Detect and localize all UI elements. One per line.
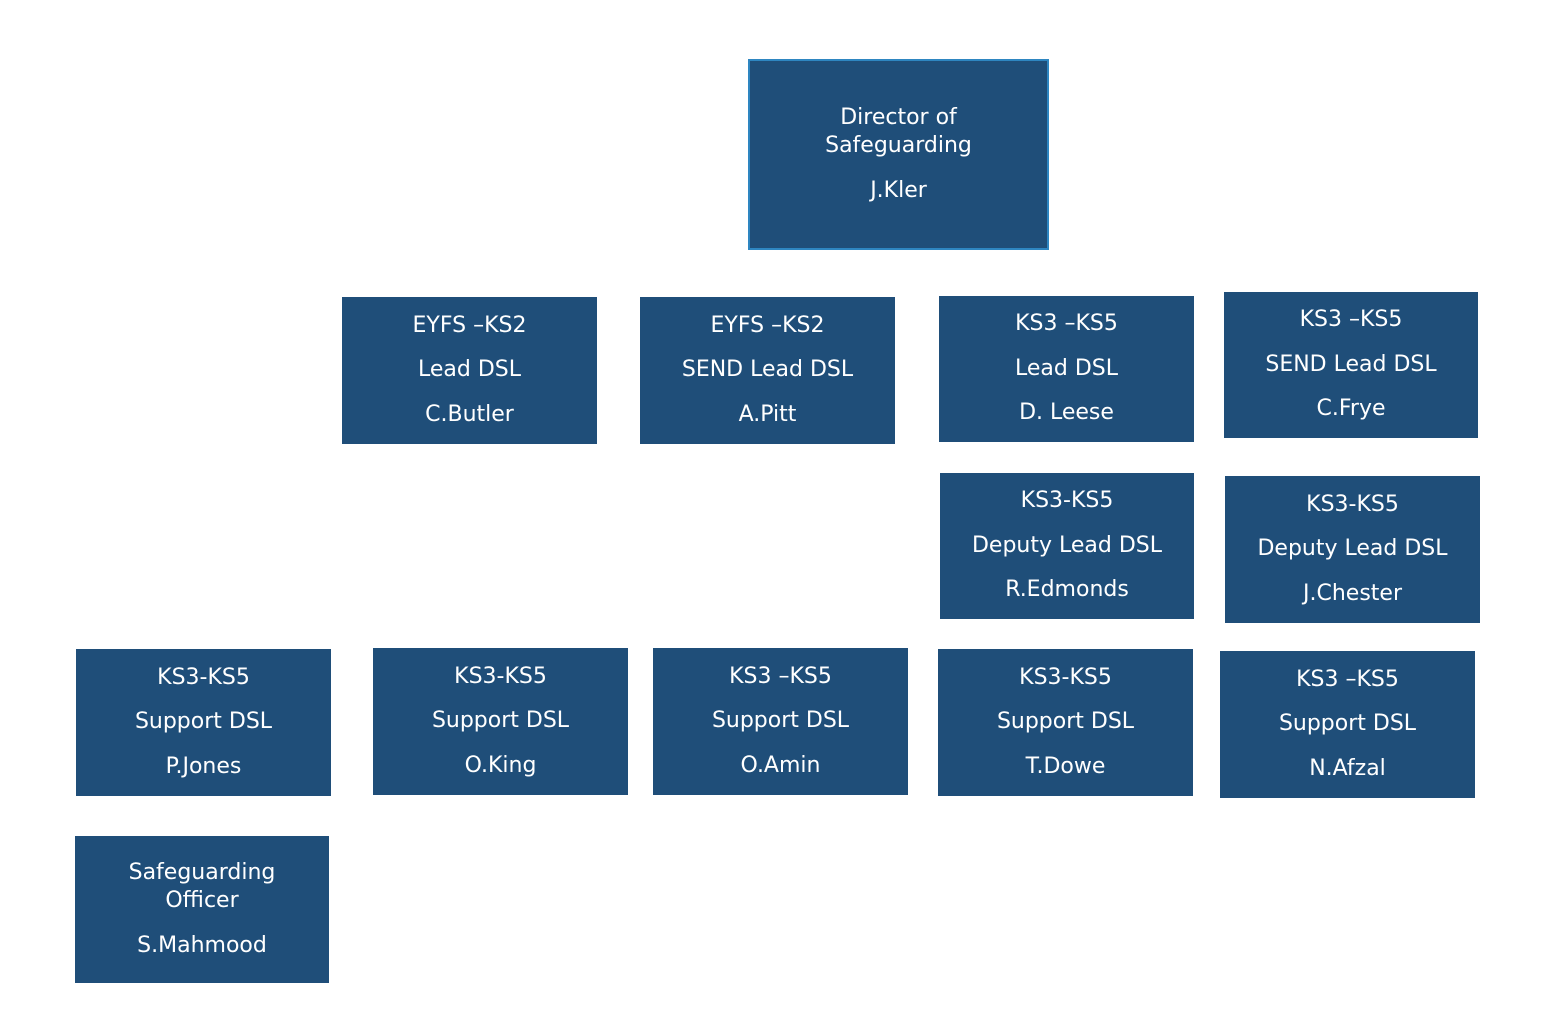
node-role: Lead DSL xyxy=(1014,355,1118,381)
node-title-line-2: Officer xyxy=(165,888,239,914)
node-group: EYFS –KS2 xyxy=(710,312,825,338)
node-support-dsl-1: KS3-KS5 Support DSL P.Jones xyxy=(76,649,331,796)
node-person-name: D. Leese xyxy=(1019,400,1114,426)
node-group: KS3-KS5 xyxy=(157,664,250,690)
node-role: SEND Lead DSL xyxy=(1265,351,1437,377)
node-person-name: S.Mahmood xyxy=(137,932,267,958)
node-person-name: J.Kler xyxy=(870,177,927,203)
node-group: EYFS –KS2 xyxy=(412,312,527,338)
node-support-dsl-5: KS3 –KS5 Support DSL N.Afzal xyxy=(1220,651,1475,798)
node-support-dsl-4: KS3-KS5 Support DSL T.Dowe xyxy=(938,649,1193,796)
node-deputy-lead-dsl-2: KS3-KS5 Deputy Lead DSL J.Chester xyxy=(1225,476,1480,623)
node-role: Support DSL xyxy=(134,709,273,735)
node-support-dsl-3: KS3 –KS5 Support DSL O.Amin xyxy=(653,648,908,795)
node-safeguarding-officer: Safeguarding Officer S.Mahmood xyxy=(75,836,329,983)
node-role: Deputy Lead DSL xyxy=(1257,536,1448,562)
node-person-name: P.Jones xyxy=(165,753,242,779)
node-person-name: C.Butler xyxy=(425,401,514,427)
node-person-name: O.Amin xyxy=(740,752,821,778)
node-person-name: C.Frye xyxy=(1316,396,1386,422)
node-group: KS3-KS5 xyxy=(454,663,547,689)
node-ks3-ks5-send-lead-dsl: KS3 –KS5 SEND Lead DSL C.Frye xyxy=(1224,292,1478,438)
node-title-line-2: Safeguarding xyxy=(825,133,972,159)
node-director-of-safeguarding: Director of Safeguarding J.Kler xyxy=(748,59,1049,250)
node-deputy-lead-dsl-1: KS3-KS5 Deputy Lead DSL R.Edmonds xyxy=(940,473,1194,619)
node-group: KS3 –KS5 xyxy=(1296,666,1399,692)
node-group: KS3-KS5 xyxy=(1019,664,1112,690)
node-role: SEND Lead DSL xyxy=(681,357,854,383)
node-person-name: O.King xyxy=(464,752,537,778)
node-group: KS3 –KS5 xyxy=(1299,307,1403,333)
node-group: KS3-KS5 xyxy=(1020,488,1114,514)
node-eyfs-ks2-send-lead-dsl: EYFS –KS2 SEND Lead DSL A.Pitt xyxy=(640,297,895,444)
node-role: Support DSL xyxy=(711,708,850,734)
node-role: Support DSL xyxy=(1278,711,1417,737)
node-role: Deputy Lead DSL xyxy=(971,532,1163,558)
node-person-name: T.Dowe xyxy=(1025,753,1106,779)
node-title-line-1: Safeguarding xyxy=(128,859,276,885)
node-ks3-ks5-lead-dsl: KS3 –KS5 Lead DSL D. Leese xyxy=(939,296,1194,442)
node-eyfs-ks2-lead-dsl: EYFS –KS2 Lead DSL C.Butler xyxy=(342,297,597,444)
node-person-name: N.Afzal xyxy=(1309,755,1386,781)
node-support-dsl-2: KS3-KS5 Support DSL O.King xyxy=(373,648,628,795)
node-role: Lead DSL xyxy=(417,357,521,383)
node-person-name: A.Pitt xyxy=(738,401,797,427)
node-group: KS3 –KS5 xyxy=(1015,311,1118,337)
node-person-name: R.Edmonds xyxy=(1005,577,1129,603)
node-title-line-1: Director of xyxy=(840,104,957,130)
node-group: KS3-KS5 xyxy=(1306,491,1399,517)
node-person-name: J.Chester xyxy=(1303,580,1402,606)
node-role: Support DSL xyxy=(431,708,570,734)
node-role: Support DSL xyxy=(996,709,1135,735)
node-group: KS3 –KS5 xyxy=(729,663,832,689)
